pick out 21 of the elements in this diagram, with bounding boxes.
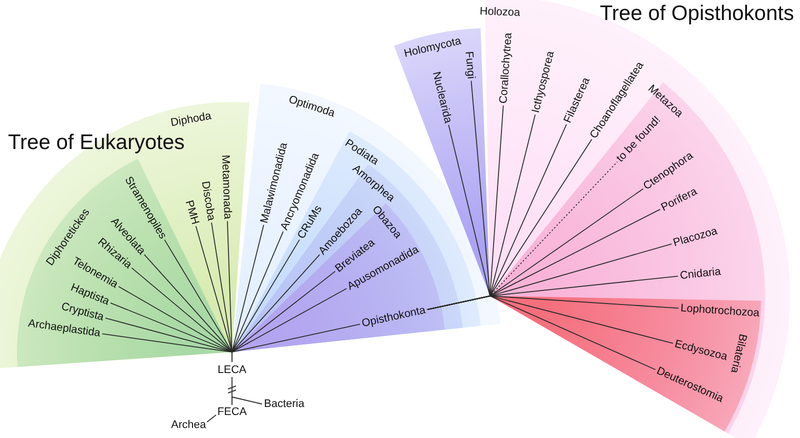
branch-line — [206, 414, 216, 422]
taxon-label: Bacteria — [264, 398, 304, 410]
taxon-label: Corallochytrea — [498, 32, 514, 104]
branch-line — [232, 396, 262, 406]
taxon-label: Cnidaria — [679, 266, 722, 282]
taxon-label: Archea — [171, 419, 206, 431]
taxon-label: Nuclearida — [430, 70, 454, 124]
taxon-label: Lophotrochozoa — [680, 302, 760, 320]
taxon-label: PMH — [182, 199, 202, 226]
clade-name: Holomycota — [402, 35, 462, 60]
section-label: Tree of Opisthokonts — [600, 2, 794, 26]
clade-name: Bilateria — [728, 332, 749, 374]
taxon-label: Discoba — [199, 180, 218, 222]
clade-name: Diphoda — [170, 110, 212, 130]
taxon-label: Metamonada — [219, 154, 234, 220]
taxon-label: Placozoa — [672, 225, 719, 250]
taxon-label: LECA — [218, 364, 246, 376]
taxon-label: Fungi — [462, 50, 477, 80]
clade-name: Holozoa — [480, 6, 520, 19]
section-label: Tree of Eukaryotes — [8, 131, 185, 154]
taxon-label: FECA — [217, 406, 247, 418]
